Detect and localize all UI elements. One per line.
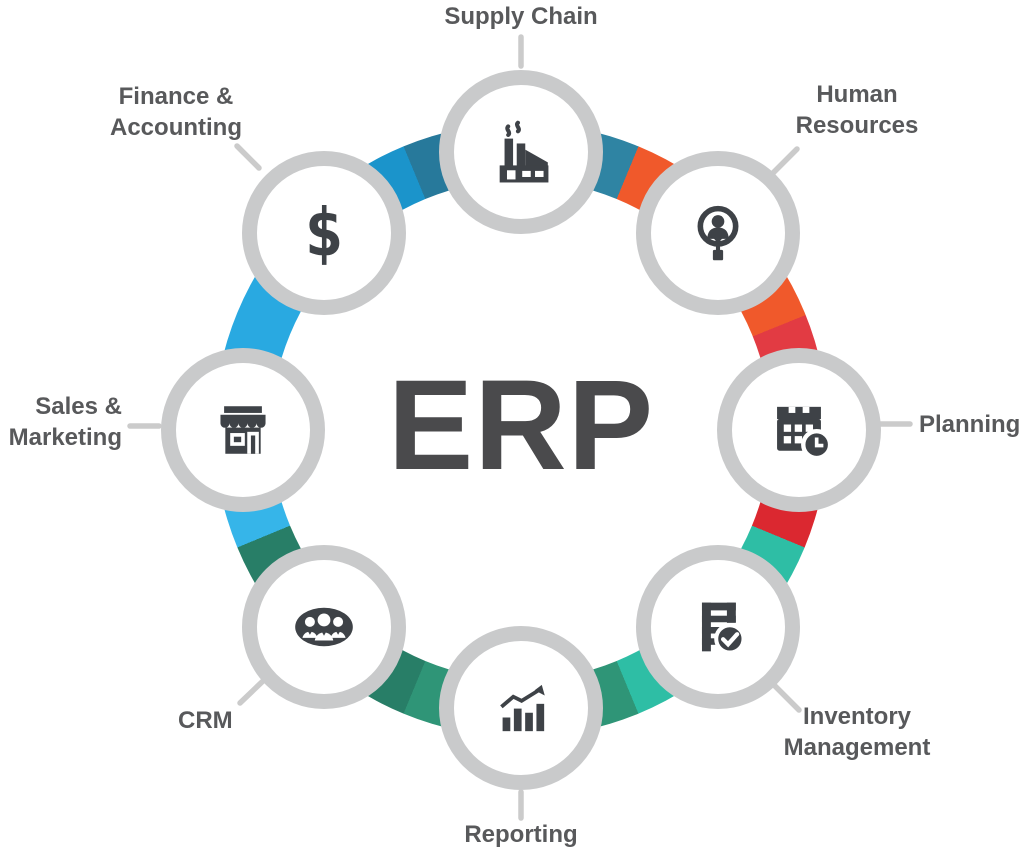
node-reporting: [439, 626, 603, 790]
node-human-resources: [636, 151, 800, 315]
bar-chart-trend-icon: [483, 670, 559, 746]
connector-crm: [237, 678, 266, 706]
calendar-clock-icon: [760, 391, 838, 469]
person-search-icon: [679, 194, 757, 272]
node-inventory-management: [636, 545, 800, 709]
label-inventory-management: Inventory Management: [783, 703, 931, 761]
label-human-resources: Human Resources: [795, 81, 919, 139]
label-finance-accounting: Finance & Accounting: [110, 83, 242, 141]
label-crm: CRM: [178, 707, 233, 734]
connector-inventory-management: [772, 683, 802, 713]
node-supply-chain: [439, 70, 603, 234]
center-title: ERP: [387, 353, 655, 497]
customer-group-icon: [283, 586, 365, 668]
node-planning: [717, 348, 881, 512]
connector-human-resources: [769, 146, 800, 177]
factory-icon: [482, 113, 560, 191]
label-reporting: Reporting: [464, 821, 578, 848]
node-finance-accounting: $: [242, 151, 406, 315]
checklist-check-icon: [680, 589, 756, 665]
label-supply-chain: Supply Chain: [444, 3, 598, 30]
dollar-sign-icon: $: [304, 194, 344, 271]
storefront-icon: [204, 391, 282, 469]
node-sales-marketing: [161, 348, 325, 512]
connector-finance-accounting: [234, 143, 262, 171]
node-crm: [242, 545, 406, 709]
label-sales-marketing: Sales & Marketing: [8, 393, 122, 451]
label-planning: Planning: [919, 411, 1021, 438]
